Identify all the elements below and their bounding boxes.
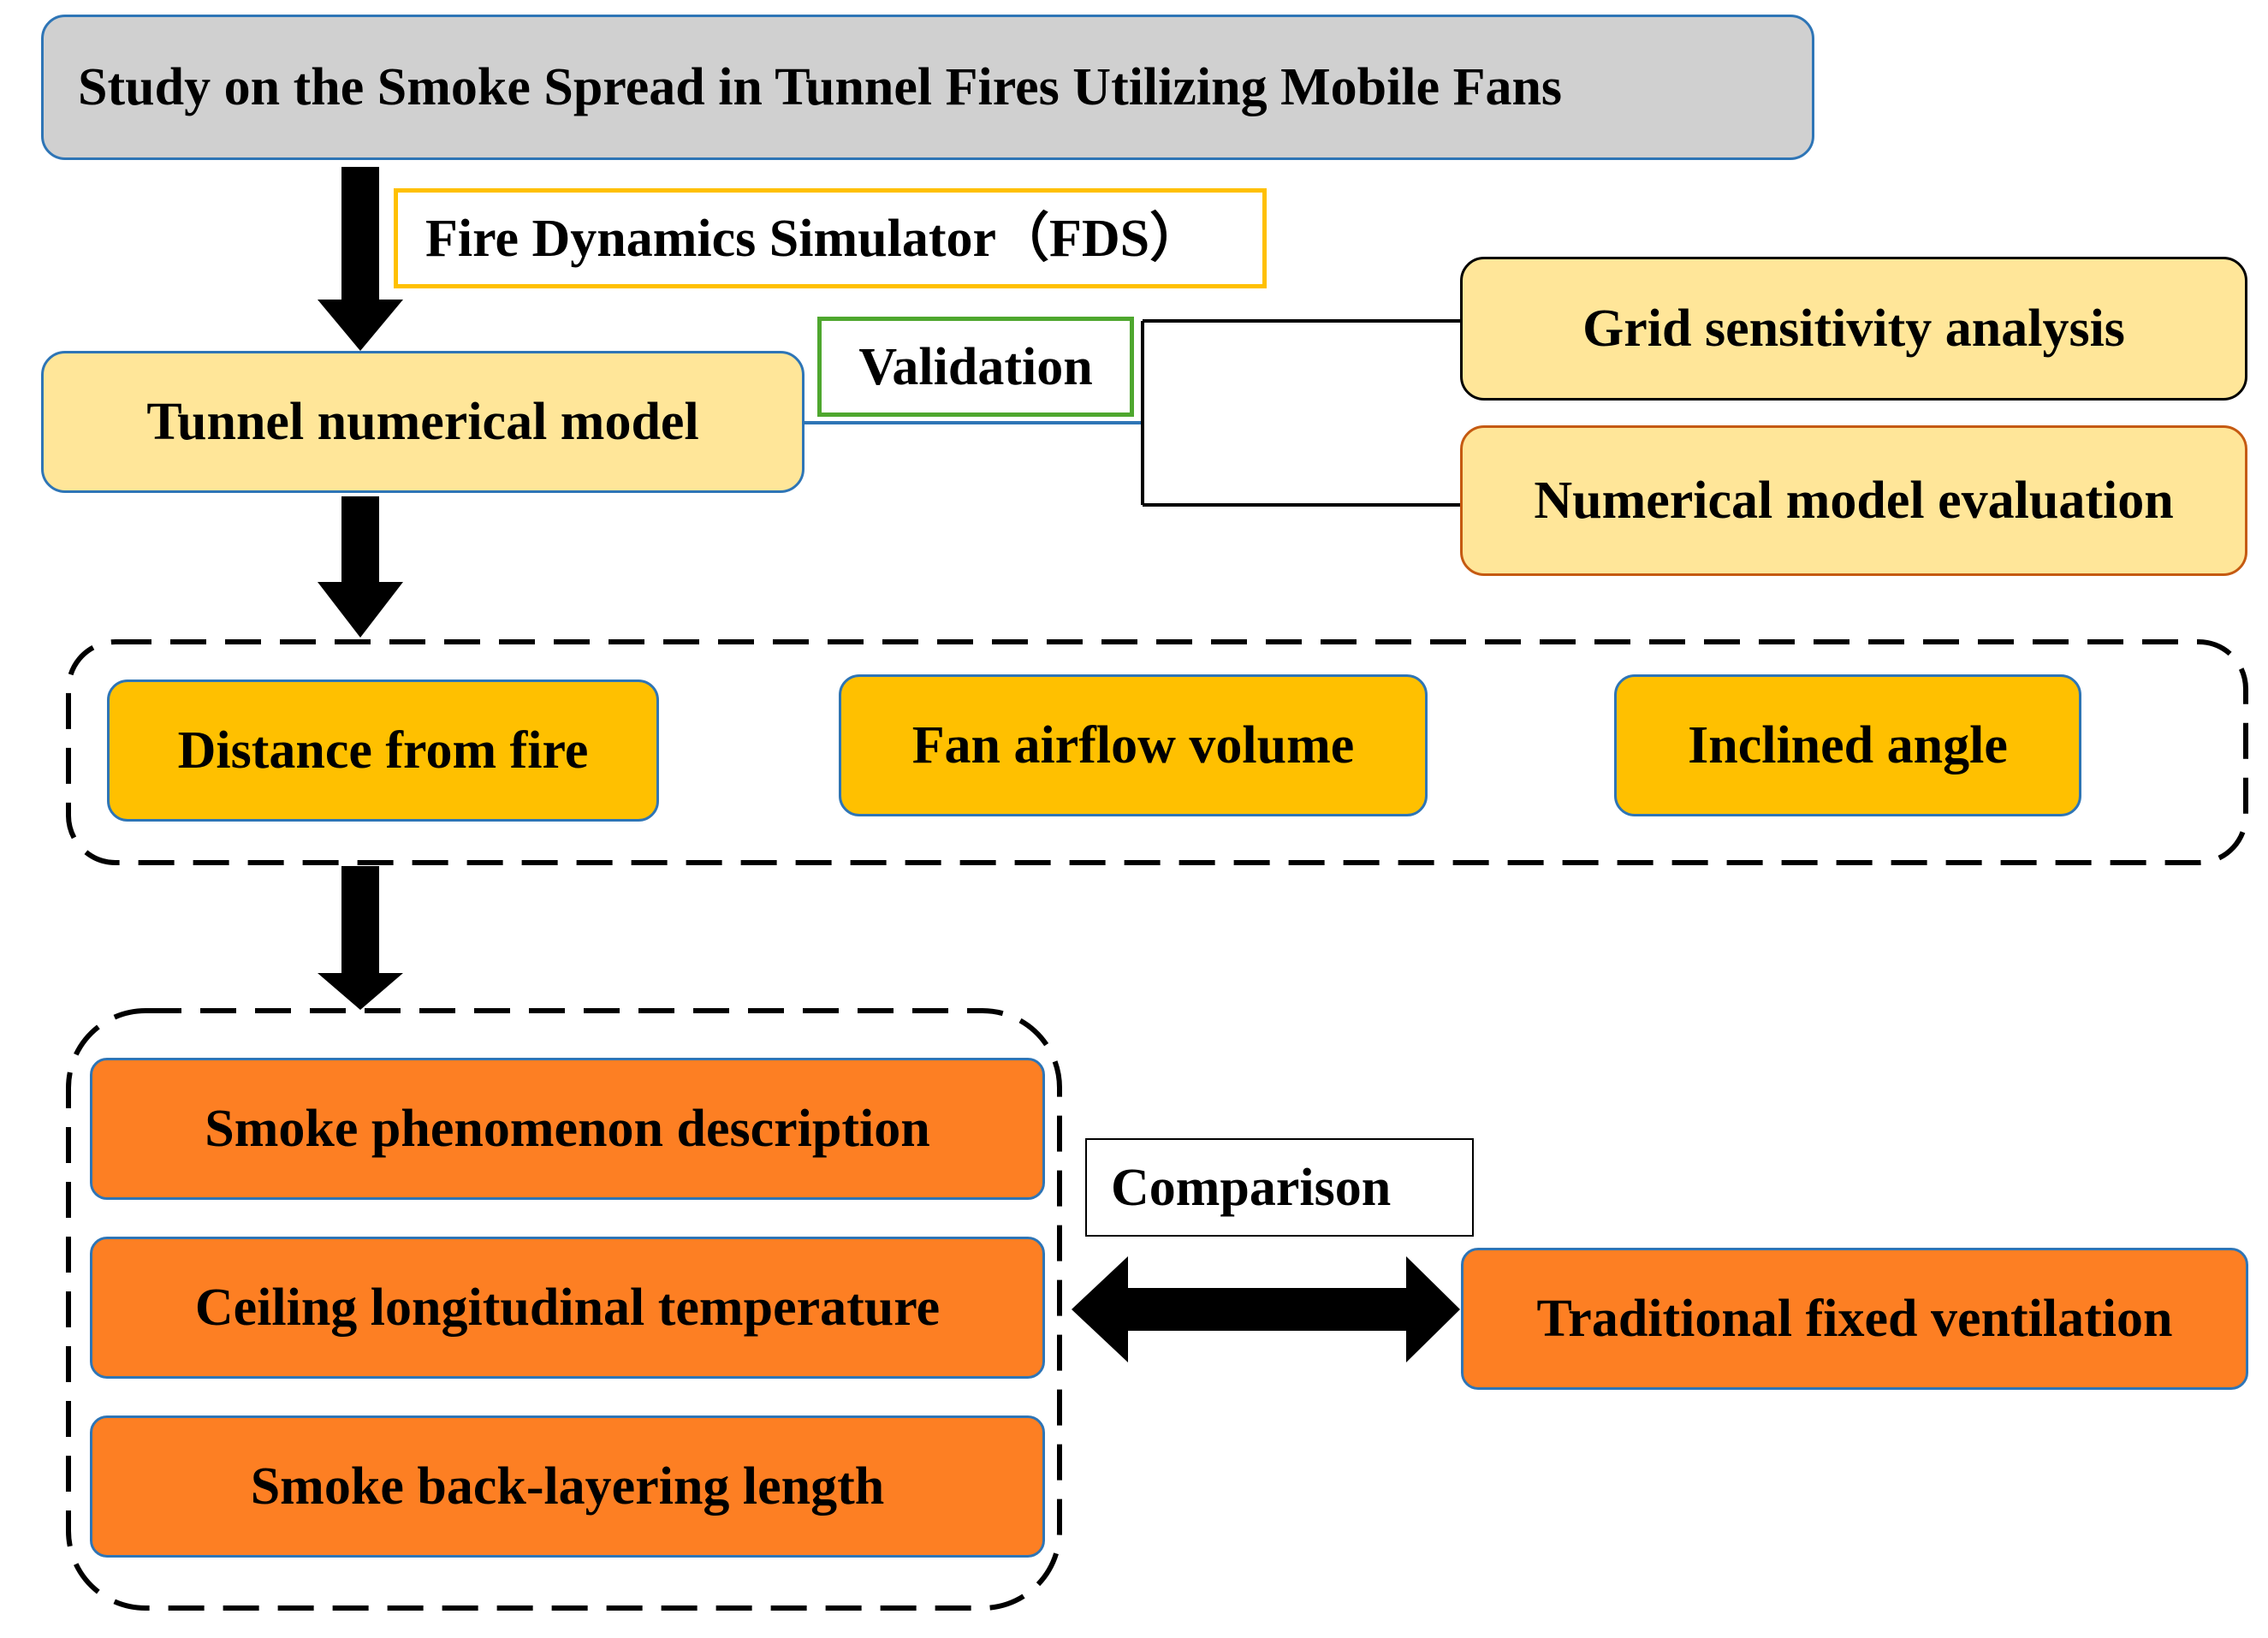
result-ceiling-temperature-box: Ceiling longitudinal temperature — [90, 1237, 1045, 1379]
tunnel-model-box: Tunnel numerical model — [41, 351, 804, 493]
parameter-angle-box: Inclined angle — [1614, 674, 2081, 816]
comparison-double-arrow — [1072, 1256, 1460, 1362]
validation-bracket — [1141, 319, 1460, 507]
validation-label-box: Validation — [817, 317, 1134, 417]
grid-sensitivity-box: Grid sensitivity analysis — [1460, 257, 2247, 401]
result-smoke-phenomenon-box: Smoke phenomenon description — [90, 1058, 1045, 1200]
down-arrow-model-to-parameters — [318, 496, 403, 638]
parameters-group-frame — [66, 639, 2248, 865]
parameter-airflow-box: Fan airflow volume — [839, 674, 1428, 816]
traditional-ventilation-box: Traditional fixed ventilation — [1461, 1248, 2248, 1390]
down-arrow-parameters-to-results — [318, 866, 403, 1010]
comparison-label-box: Comparison — [1085, 1138, 1474, 1237]
result-back-layering-box: Smoke back-layering length — [90, 1415, 1045, 1558]
results-group-frame — [66, 1008, 1062, 1611]
parameter-distance-box: Distance from fire — [107, 680, 659, 822]
method-label-box: Fire Dynamics Simulator（FDS） — [394, 188, 1267, 288]
title-box: Study on the Smoke Spread in Tunnel Fire… — [41, 15, 1814, 160]
down-arrow-title-to-model — [318, 167, 403, 351]
model-evaluation-box: Numerical model evaluation — [1460, 425, 2247, 576]
